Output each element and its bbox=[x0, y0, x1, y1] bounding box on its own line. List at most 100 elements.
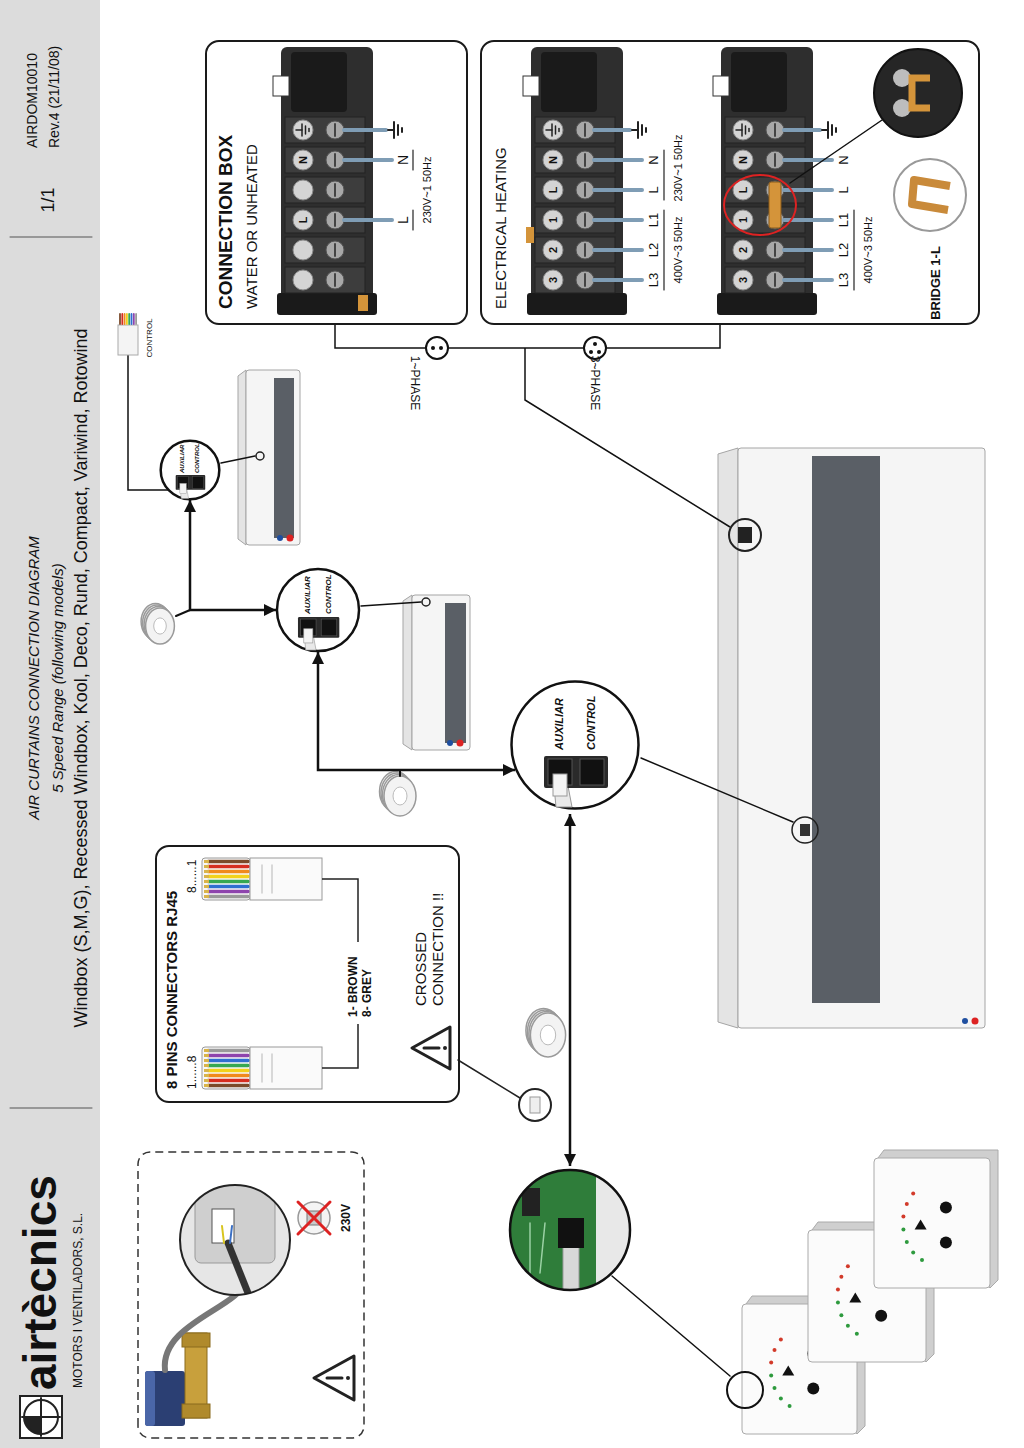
rj45-socket bbox=[580, 759, 604, 785]
plug-pin bbox=[204, 1069, 209, 1072]
header-divider bbox=[10, 1108, 92, 1109]
zoom-circle bbox=[277, 569, 359, 651]
terminal-mark: 1 bbox=[738, 217, 749, 223]
earth-symbol bbox=[401, 128, 403, 132]
warning-triangle bbox=[314, 1356, 354, 1400]
earth-symbol bbox=[745, 126, 747, 134]
connector-mark bbox=[422, 598, 430, 606]
valve-nut bbox=[182, 1404, 210, 1418]
wire bbox=[230, 1226, 232, 1243]
zoom-circle bbox=[729, 519, 761, 551]
plug-symbol bbox=[584, 337, 606, 359]
control-unit bbox=[874, 1158, 990, 1288]
screw-slot bbox=[584, 214, 586, 226]
terminal-screw bbox=[576, 271, 594, 289]
terminal-face bbox=[543, 210, 563, 230]
earth-symbol bbox=[555, 126, 557, 134]
plug-wire bbox=[131, 314, 133, 324]
valve-nut bbox=[182, 1333, 210, 1347]
bracket-line bbox=[322, 1024, 358, 1068]
plug-pin bbox=[204, 880, 209, 883]
wire bbox=[222, 1226, 224, 1243]
box-title: 8 PINS CONNECTORS RJ45 bbox=[163, 891, 180, 1089]
plug-rib bbox=[271, 865, 273, 893]
terminal-block bbox=[721, 47, 813, 315]
plug-rib bbox=[261, 1054, 263, 1082]
terminal-face bbox=[293, 270, 313, 290]
valve-actuator bbox=[145, 1371, 185, 1426]
terminal-cell bbox=[285, 177, 365, 203]
led bbox=[901, 1228, 905, 1232]
terminal-screw bbox=[326, 181, 344, 199]
cable-coil bbox=[384, 776, 416, 816]
plug-wire bbox=[119, 314, 121, 324]
wire-label: L3 bbox=[837, 273, 850, 287]
socket-label: CONTROL bbox=[585, 696, 598, 750]
zoom-circle bbox=[161, 441, 220, 500]
document-code: AIRDOM10010 bbox=[25, 53, 39, 148]
screw-slot bbox=[334, 124, 336, 136]
supply-line bbox=[525, 348, 730, 527]
terminal-screw bbox=[766, 151, 784, 169]
plug-pin bbox=[204, 1049, 209, 1052]
terminal-mark: 2 bbox=[548, 247, 559, 253]
terminal-end bbox=[717, 293, 817, 315]
plug-wire bbox=[208, 1079, 248, 1083]
wire bbox=[594, 278, 642, 282]
socket-art bbox=[512, 682, 639, 809]
led bbox=[846, 1264, 850, 1268]
plug-wire bbox=[208, 1084, 248, 1088]
plug-wire bbox=[208, 880, 248, 884]
earth-symbol bbox=[645, 128, 647, 132]
leader-line bbox=[790, 118, 885, 183]
plug-pin bbox=[204, 890, 209, 893]
zoom-circle bbox=[874, 49, 962, 137]
terminal-mark: 3 bbox=[738, 277, 749, 283]
terminal-screw bbox=[576, 241, 594, 259]
screw-slot bbox=[334, 184, 336, 196]
zoom-circle bbox=[180, 1185, 290, 1295]
plug-wire bbox=[208, 1074, 248, 1078]
button bbox=[849, 1293, 861, 1303]
cable-coil bbox=[393, 787, 407, 805]
highlight-ring bbox=[724, 175, 796, 235]
underline bbox=[663, 210, 664, 290]
led bbox=[836, 1301, 840, 1305]
led bbox=[905, 1202, 909, 1206]
wire-label: L3 bbox=[647, 273, 660, 287]
supply-spec: 230V~1 50Hz bbox=[673, 135, 684, 202]
terminal-face bbox=[543, 150, 563, 170]
rj45-socket bbox=[192, 476, 203, 488]
terminal-block bbox=[531, 47, 623, 315]
wire-label: N bbox=[837, 155, 850, 164]
screw-slot bbox=[584, 244, 586, 256]
subtitle: 5 Speed Range (following models) bbox=[50, 563, 65, 792]
zoom-circle bbox=[512, 682, 639, 809]
rj45-plug bbox=[304, 629, 313, 643]
earth-symbol bbox=[741, 124, 743, 136]
socket-label: AUXILIAR bbox=[303, 576, 312, 614]
prohibited-cross bbox=[298, 1202, 330, 1234]
terminal-face bbox=[293, 180, 313, 200]
terminal-screw bbox=[766, 241, 784, 259]
rj45-plug bbox=[202, 858, 250, 900]
terminal-mark: L bbox=[738, 187, 749, 194]
wire bbox=[594, 248, 642, 252]
plug-pin bbox=[204, 1059, 209, 1062]
wire-label: L bbox=[647, 186, 660, 193]
socket-label: AUXILIAR bbox=[553, 698, 566, 750]
underline bbox=[853, 210, 854, 290]
terminal-screw bbox=[326, 151, 344, 169]
led bbox=[836, 1287, 840, 1291]
leader-line bbox=[641, 758, 793, 822]
panel-subheading: ELECTRICAL HEATING bbox=[492, 147, 509, 309]
bridge-label: BRIDGE 1-L bbox=[929, 246, 942, 320]
earth-symbol bbox=[551, 124, 553, 136]
header-divider bbox=[10, 237, 92, 238]
wire-label: L bbox=[837, 186, 850, 193]
socket-zoom-outline bbox=[510, 680, 640, 810]
indicator bbox=[457, 740, 464, 747]
screw-slot bbox=[584, 124, 586, 136]
cable-coil bbox=[154, 618, 167, 634]
